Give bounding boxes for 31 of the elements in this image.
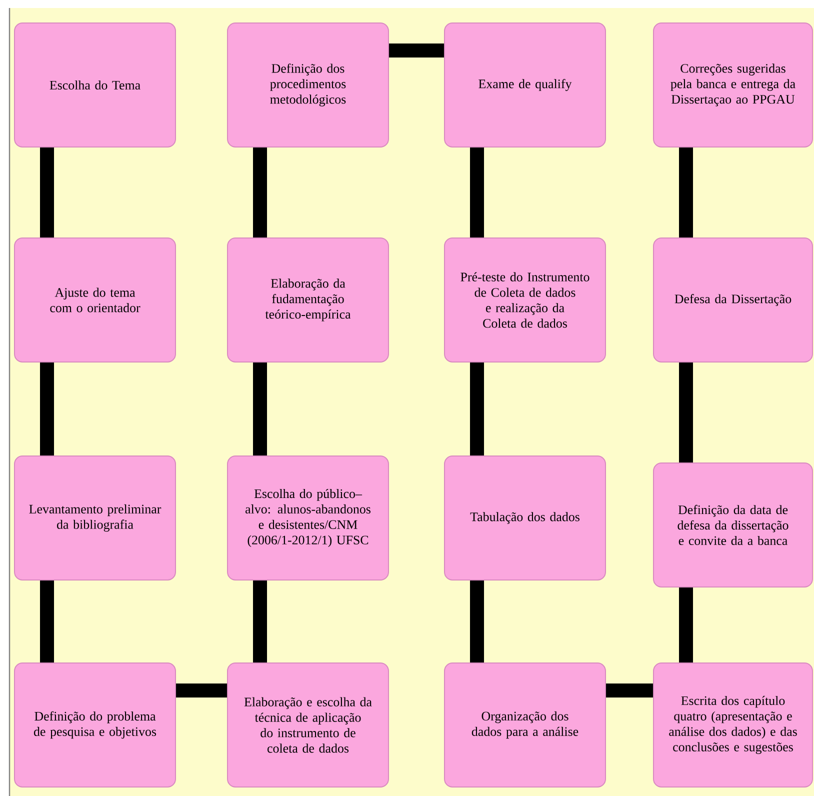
process-box: Defesa da Dissertação [653,238,813,362]
process-box: Exame de qualify [444,22,606,148]
process-box: Correções sugeridas pela banca e entrega da Dissertaçao ao PPGAU [653,22,813,148]
connector-line [470,580,484,662]
connector-line [40,580,54,662]
connector-line [389,44,444,58]
process-box: Escrita dos capítulo quatro (apresentação e análise dos dados) e das conclusões e sugestões [653,662,813,788]
connector-line [40,148,54,238]
process-box: Definição da data de defesa da dissertação e convite da a banca [653,462,813,588]
process-box: Elaboração da fudamentação teórico-empírica [227,238,389,362]
connector-line [470,362,484,456]
process-box: Organização dos dados para a análise [444,662,606,788]
connector-line [679,588,693,662]
connector-line [679,148,693,238]
connector-line [679,362,693,462]
connector-line [470,148,484,238]
process-box: Definição dos procedimentos metodológicos [227,22,389,148]
connector-line [40,362,54,456]
process-box: Pré-teste do Instrumento de Coleta de dados e realização da Coleta de dados [444,238,606,362]
connector-line [176,684,227,698]
process-box: Definição do problema de pesquisa e objetivos [14,662,176,788]
process-box: Levantamento preliminar da bibliografia [14,456,176,580]
connector-line [253,148,267,238]
process-box: Tabulação dos dados [444,456,606,580]
connector-line [606,684,653,698]
process-box: Escolha do público–alvo: alunos-abandonos e desistentes/CNM (2006/1-2012/1) UFSC [227,456,389,580]
process-box: Elaboração e escolha da técnica de aplicação do instrumento de coleta de dados [227,662,389,788]
connector-line [253,362,267,456]
process-box: Ajuste do tema com o orientador [14,238,176,362]
process-box: Escolha do Tema [14,22,176,148]
connector-line [253,580,267,662]
